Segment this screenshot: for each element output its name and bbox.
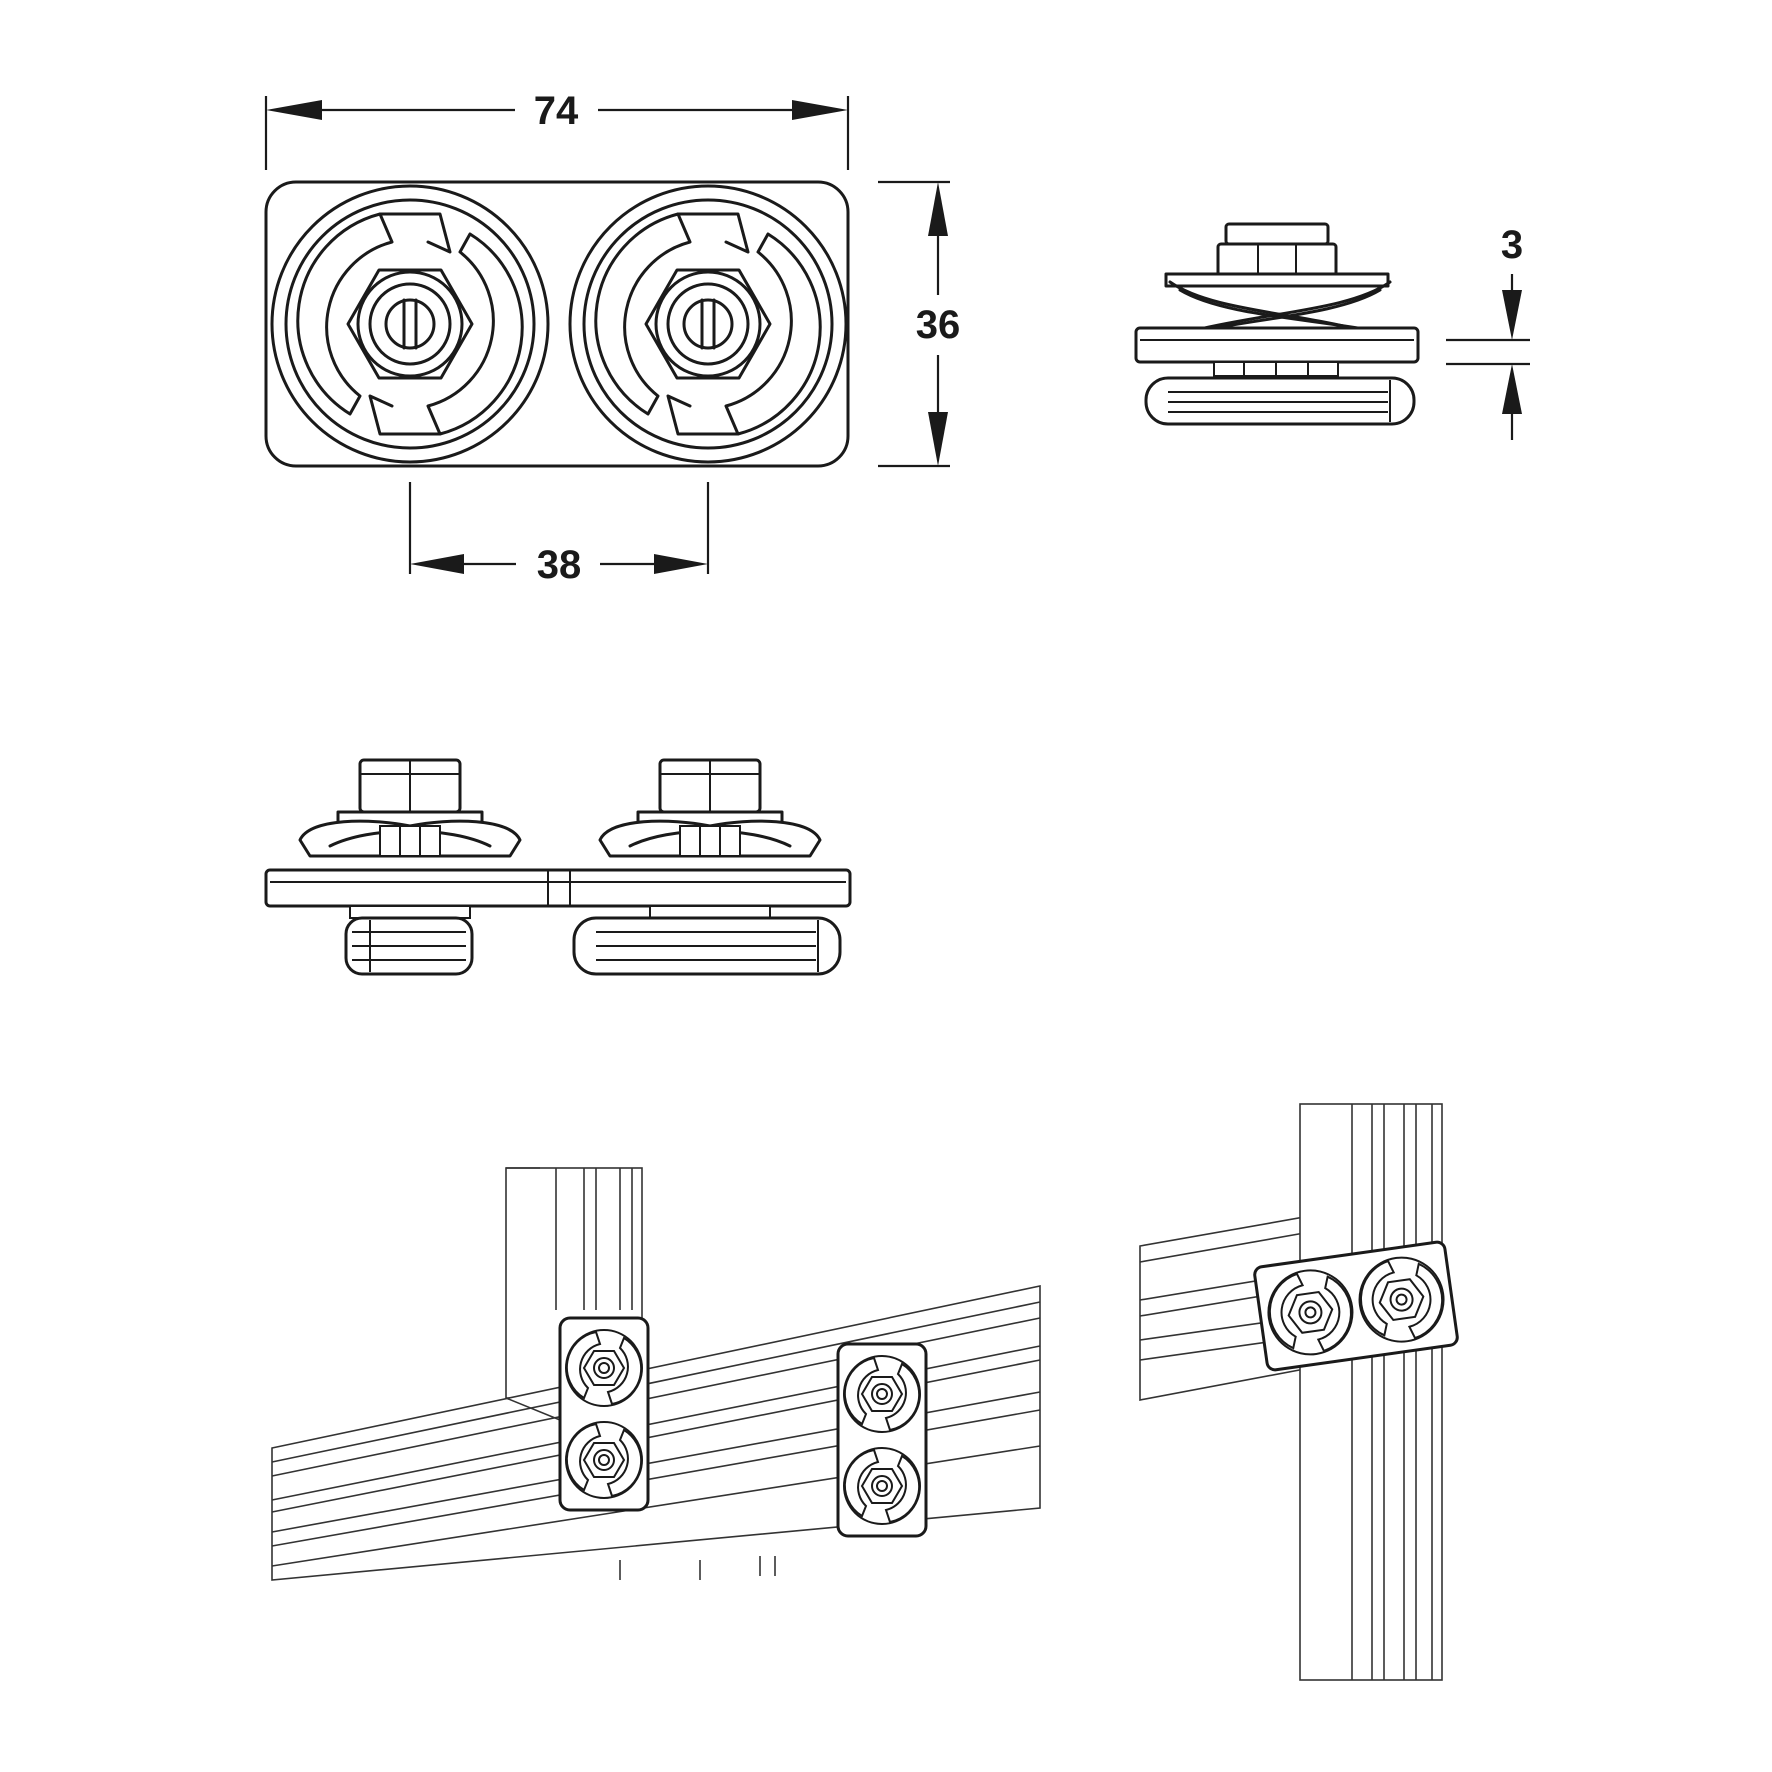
dimension-plate-thickness: 3 <box>1446 223 1530 440</box>
dimension-74-label: 74 <box>534 89 579 133</box>
clamp-disc-left <box>270 184 550 464</box>
dimension-overall-length: 74 <box>264 89 850 170</box>
mounted-plate-2 <box>836 1342 928 1538</box>
plate-side <box>264 868 852 908</box>
plate-edge <box>1134 326 1420 364</box>
clamp-disc-right <box>568 184 848 464</box>
dimension-36-label: 36 <box>916 303 961 347</box>
dimension-3-label: 3 <box>1501 223 1523 267</box>
connector-plate-outline <box>264 180 850 468</box>
end-view <box>1134 222 1420 426</box>
perspective-view-left <box>271 1167 1041 1581</box>
dimension-38-label: 38 <box>537 543 582 587</box>
mounted-plate-1 <box>558 1316 650 1512</box>
dimension-hole-spacing: 38 <box>408 482 710 587</box>
mounted-plate-3 <box>1253 1240 1459 1372</box>
top-view <box>264 180 850 468</box>
dimension-overall-width: 36 <box>878 180 961 468</box>
side-view <box>264 758 852 976</box>
perspective-view-right <box>1139 1103 1459 1681</box>
